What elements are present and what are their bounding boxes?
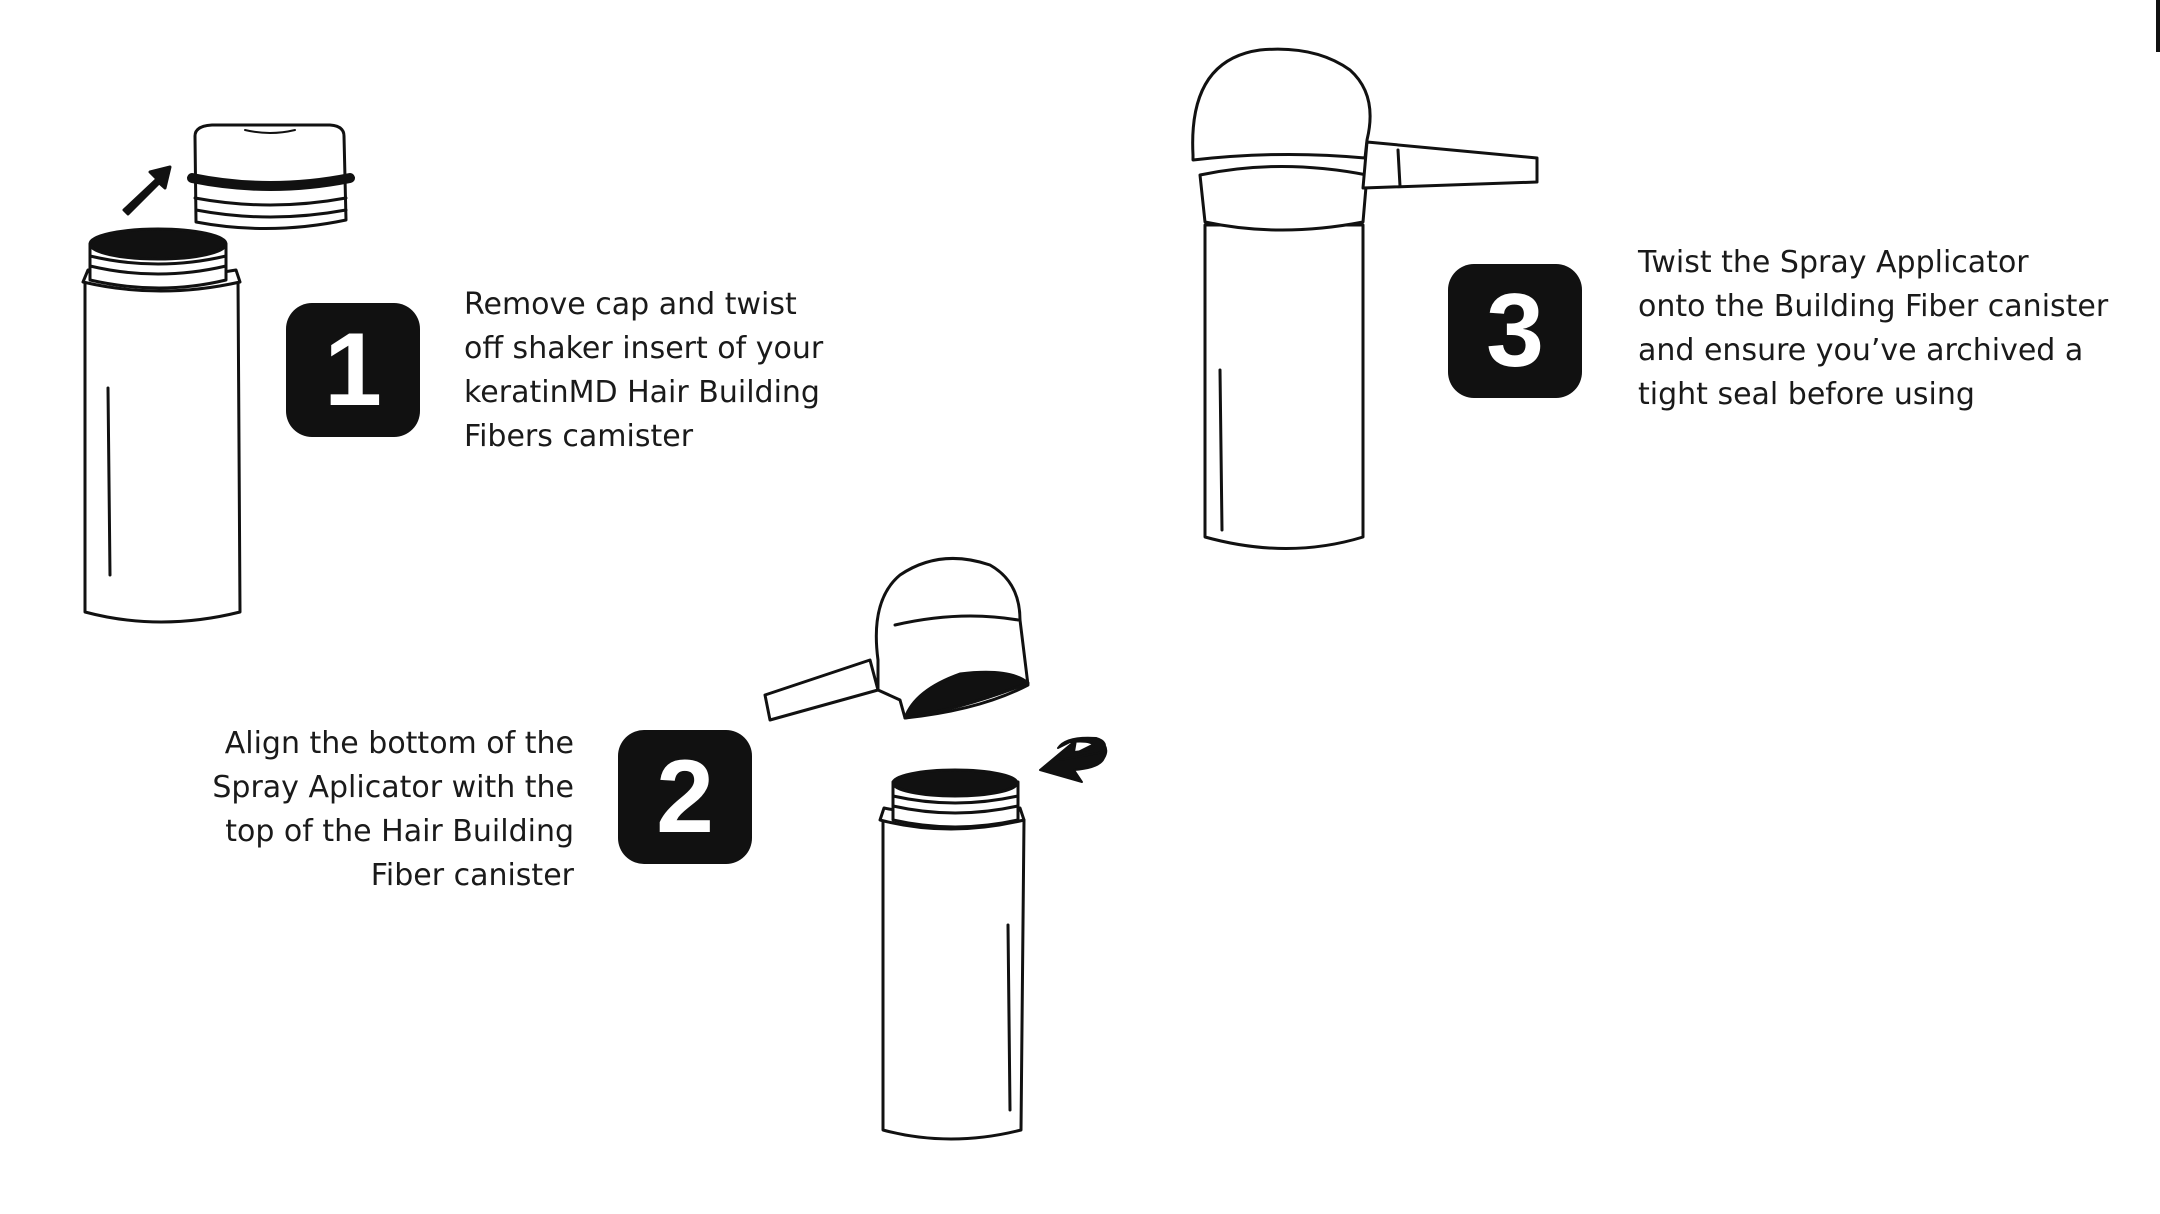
- step-3-badge: 3: [1448, 264, 1582, 398]
- step-1-badge: 1: [286, 303, 420, 437]
- step-3-text: Twist the Spray Applicator onto the Buil…: [1638, 241, 2108, 417]
- step-1-line: Remove cap and twist: [464, 287, 797, 322]
- step-3-line: tight seal before using: [1638, 377, 1975, 412]
- twist-arrow-icon: [1039, 736, 1108, 783]
- step-2-line: Align the bottom of the: [224, 726, 574, 761]
- step-1-line: Fibers camister: [464, 419, 694, 454]
- step-1-line: keratinMD Hair Building: [464, 375, 820, 410]
- spray-applicator-icon: [763, 556, 1030, 722]
- step-3-line: Twist the Spray Applicator: [1638, 245, 2029, 280]
- step-2-line: Spray Aplicator with the: [212, 770, 574, 805]
- step-1-text: Remove cap and twist off shaker insert o…: [464, 283, 823, 459]
- step-1-line: off shaker insert of your: [464, 331, 824, 366]
- canister-icon: [81, 227, 242, 624]
- step-3-line: onto the Building Fiber canister: [1638, 289, 2109, 324]
- shaker-cap-icon: [187, 123, 355, 231]
- edge-mark: [2156, 0, 2160, 52]
- step-2-line: top of the Hair Building: [225, 814, 574, 849]
- step-2-line: Fiber canister: [370, 858, 574, 893]
- step-3-line: and ensure you’ve archived a: [1638, 333, 2084, 368]
- step-2-text: Align the bottom of the Spray Aplicator …: [212, 722, 574, 898]
- arrow-up-right-icon: [122, 165, 172, 216]
- spray-applicator-icon: [1191, 47, 1539, 550]
- step-2-badge: 2: [618, 730, 752, 864]
- canister-icon: [878, 768, 1026, 1141]
